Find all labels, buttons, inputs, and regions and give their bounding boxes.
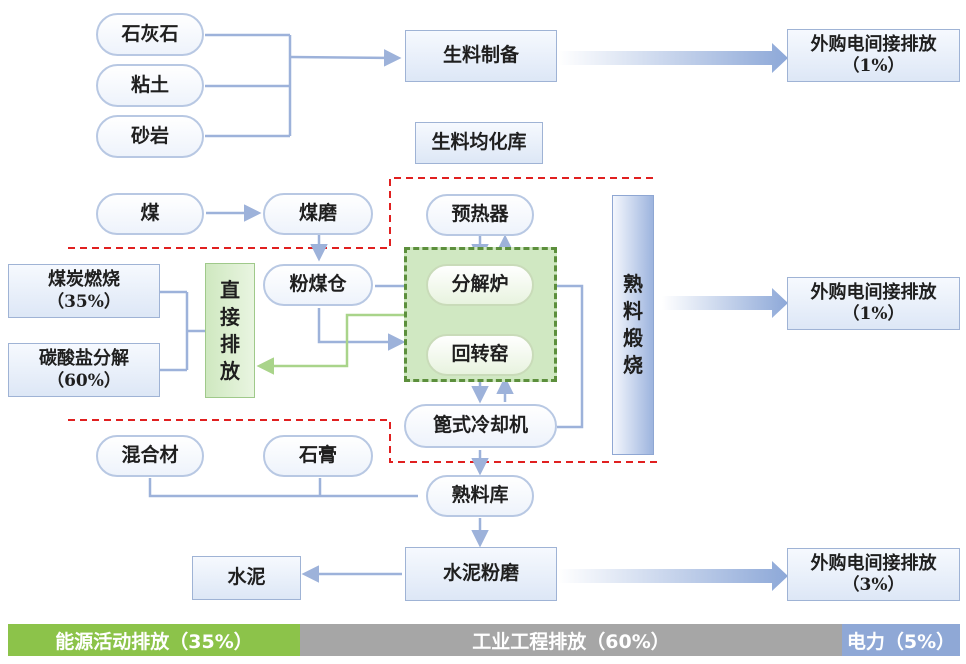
boundary-dashed-lines xyxy=(68,177,658,463)
coal-combustion-share: （35%） xyxy=(47,291,121,312)
clay-node: 粘土 xyxy=(96,64,204,107)
energy-emission-bar: 能源活动排放（35%） xyxy=(8,624,300,656)
outsourced-share: （3%） xyxy=(842,575,905,596)
cement-mill-box: 水泥粉磨 xyxy=(405,547,557,601)
emission-arrow xyxy=(256,313,404,375)
calciner-node: 分解炉 xyxy=(426,264,534,306)
direct-emission-char: 直 xyxy=(220,277,240,302)
outsourced-electricity-box-3: 外购电间接排放 （3%） xyxy=(787,548,960,601)
mixture-node: 混合材 xyxy=(96,435,204,477)
direct-emission-char: 排 xyxy=(220,331,240,356)
outsourced-label: 外购电间接排放 xyxy=(810,552,937,574)
calcination-char: 熟 xyxy=(623,272,643,296)
calcination-char: 料 xyxy=(623,299,643,323)
process-emission-bar: 工业工程排放（60%） xyxy=(300,624,842,656)
outsourced-share: （1%） xyxy=(842,56,905,77)
coal-combustion-label: 煤炭燃烧 xyxy=(48,269,120,291)
preheater-node: 预热器 xyxy=(426,194,534,236)
coal-combustion-box: 煤炭燃烧 （35%） xyxy=(8,264,160,318)
outsourced-share: （1%） xyxy=(842,304,905,325)
pulverized-coal-bin-node: 粉煤仓 xyxy=(263,264,373,306)
outsourced-electricity-box-1: 外购电间接排放 （1%） xyxy=(787,29,960,82)
carbonate-decomposition-box: 碳酸盐分解 （60%） xyxy=(8,343,160,397)
electricity-arrows xyxy=(558,43,788,591)
direct-emission-char: 放 xyxy=(220,358,240,383)
cement-box: 水泥 xyxy=(192,556,301,600)
outsourced-label: 外购电间接排放 xyxy=(810,33,937,55)
direct-emission-char: 接 xyxy=(220,304,240,329)
limestone-node: 石灰石 xyxy=(96,13,204,56)
raw-meal-homogenization-box: 生料均化库 xyxy=(415,122,543,164)
raw-meal-prep-box: 生料制备 xyxy=(405,30,557,82)
rotary-kiln-node: 回转窑 xyxy=(426,334,534,376)
coal-mill-node: 煤磨 xyxy=(263,193,373,235)
direct-emission-box: 直 接 排 放 xyxy=(205,263,255,398)
sandstone-node: 砂岩 xyxy=(96,115,204,158)
clinker-calcination-box: 熟 料 煅 烧 xyxy=(612,195,654,455)
clinker-store-node: 熟料库 xyxy=(426,475,534,517)
outsourced-electricity-box-2: 外购电间接排放 （1%） xyxy=(787,277,960,330)
power-emission-bar: 电力（5%） xyxy=(842,624,960,656)
coal-node: 煤 xyxy=(96,193,204,235)
outsourced-label: 外购电间接排放 xyxy=(810,281,937,303)
carbonate-decomposition-share: （60%） xyxy=(47,370,121,391)
calcination-char: 煅 xyxy=(623,326,643,350)
calcination-char: 烧 xyxy=(623,353,643,377)
carbonate-decomposition-label: 碳酸盐分解 xyxy=(39,348,129,370)
grate-cooler-node: 篦式冷却机 xyxy=(404,404,557,448)
gypsum-node: 石膏 xyxy=(263,435,373,477)
